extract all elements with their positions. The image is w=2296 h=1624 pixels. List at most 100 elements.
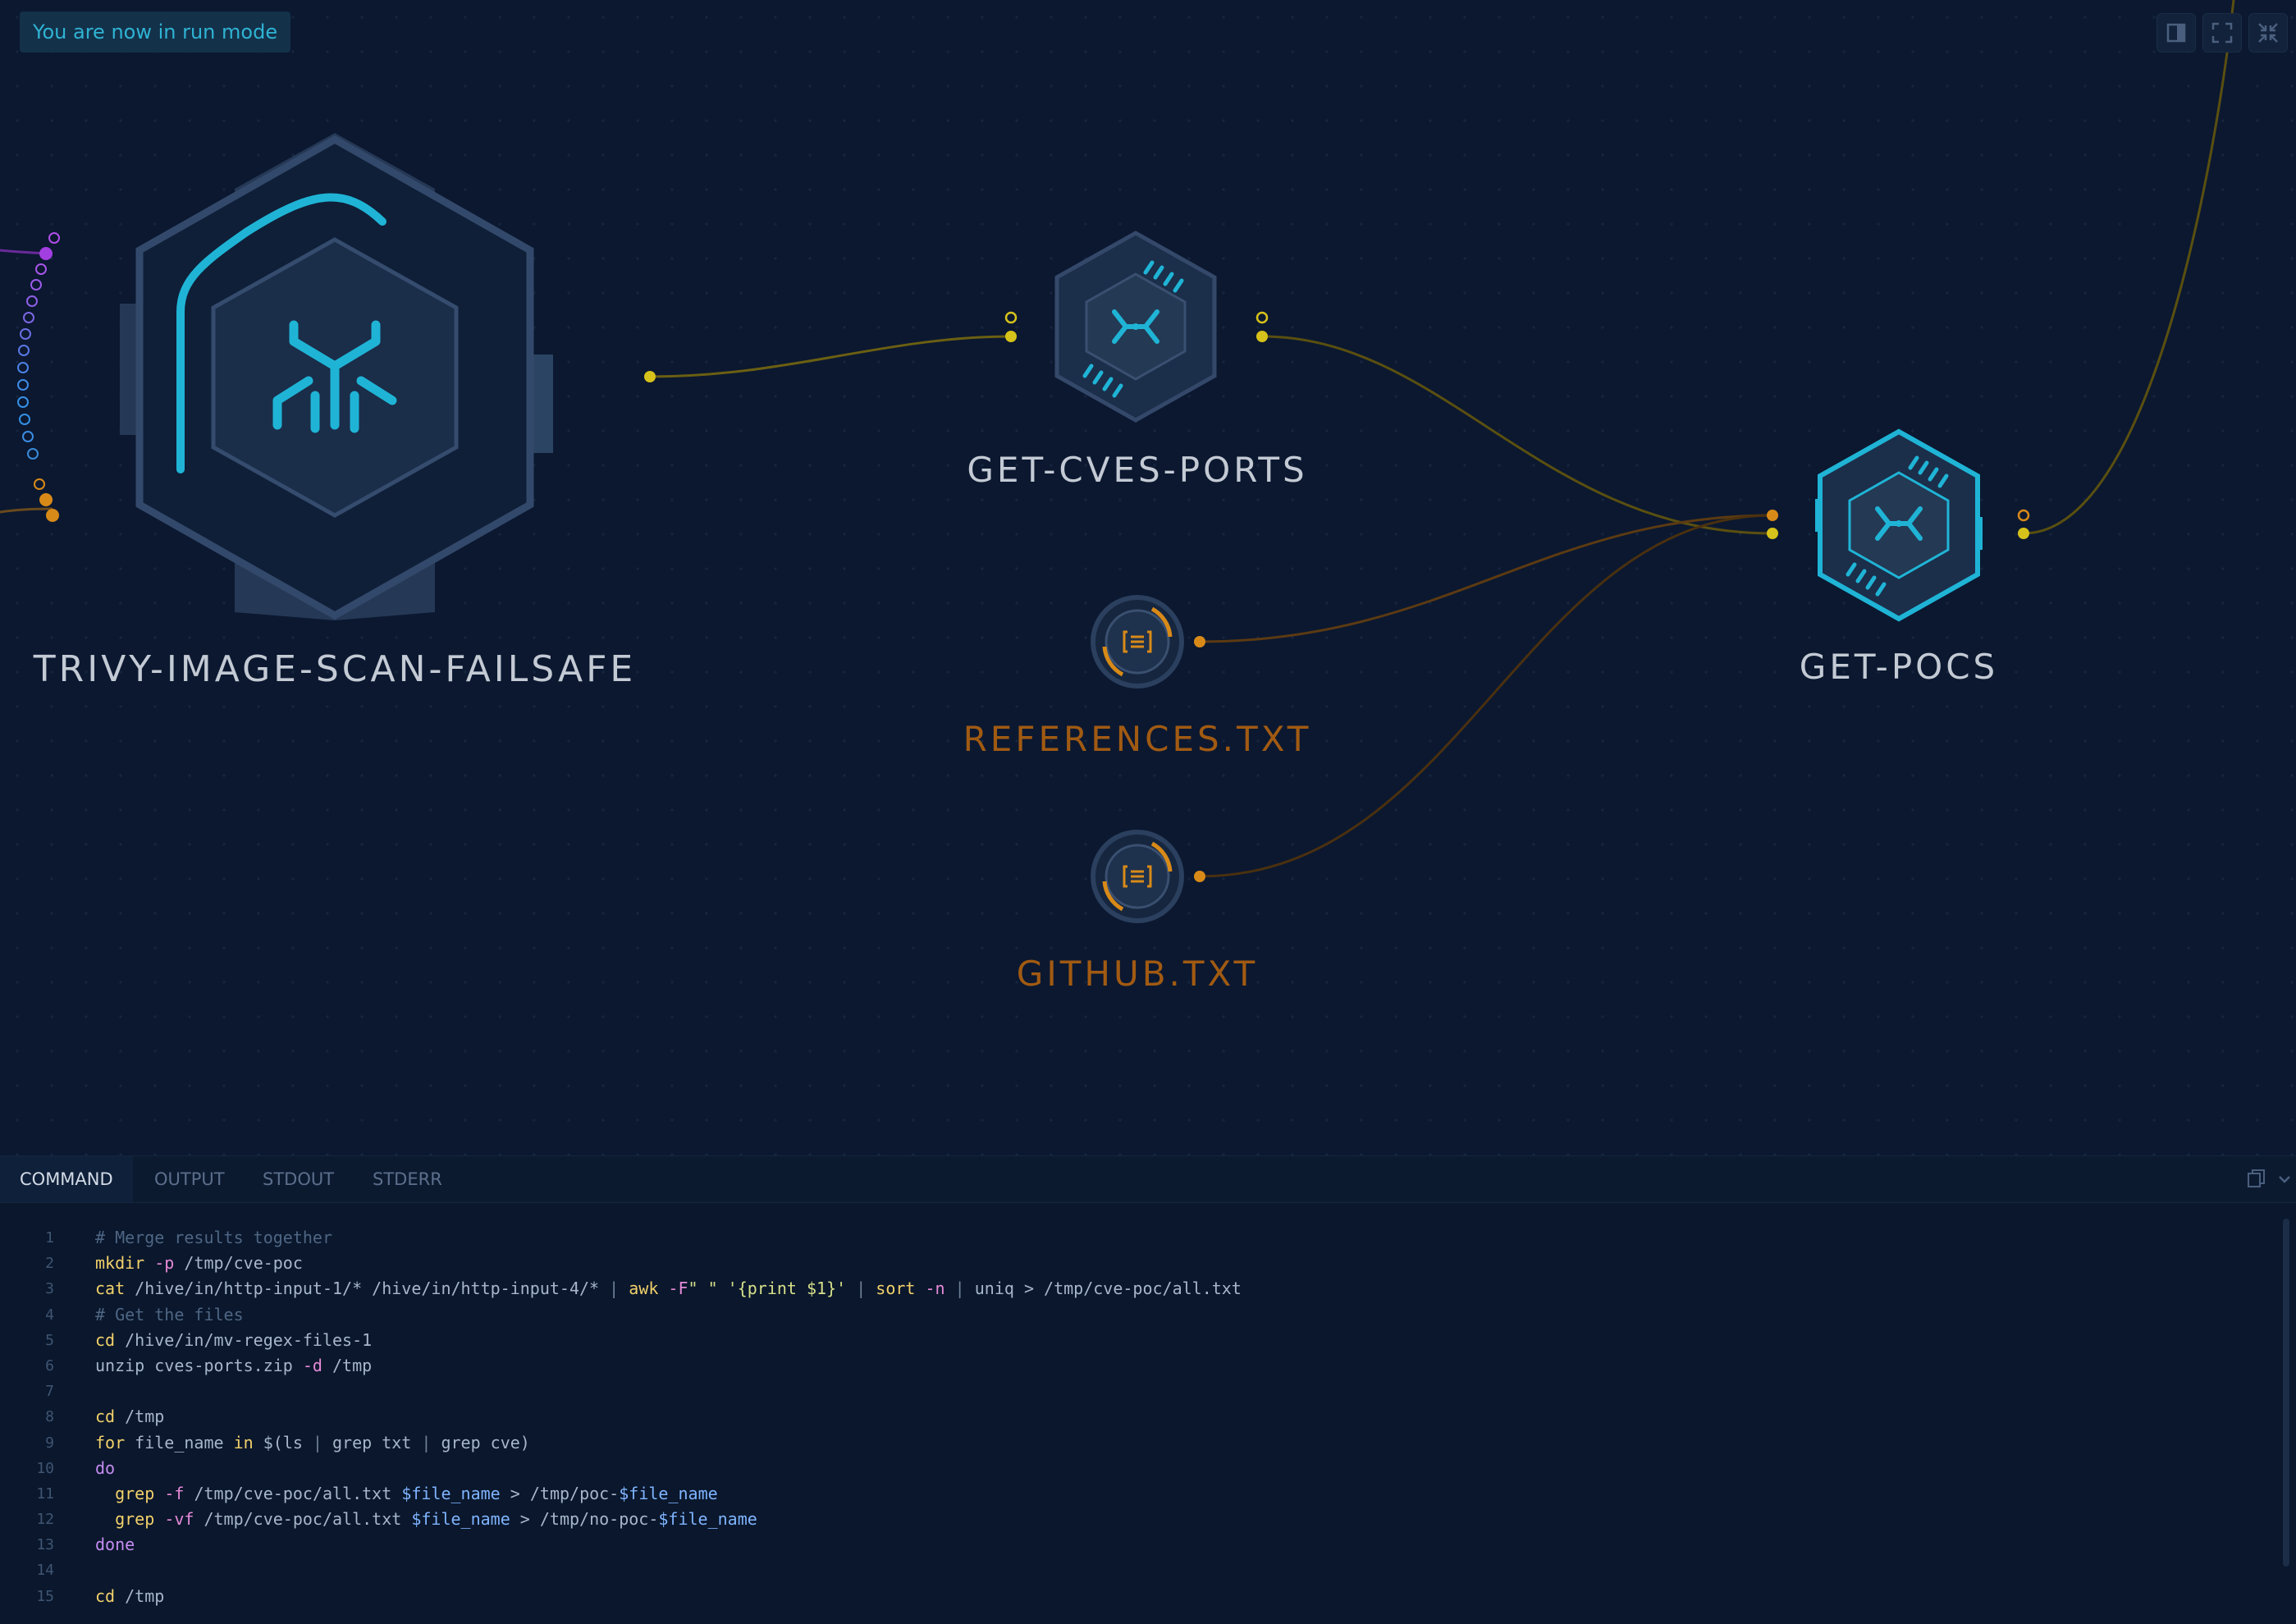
line-number: 2 [45,1255,54,1273]
line-number: 10 [36,1459,54,1477]
line-number: 6 [45,1356,54,1375]
code-token: /hive/in/http-input-1/* /hive/in/http-in… [125,1279,610,1299]
code-token [154,1484,164,1503]
trivy-output-port[interactable] [644,371,656,382]
edge-github-to-pocs [1199,514,1773,878]
code-line: 11 grep -f /tmp/cve-poc/all.txt $file_na… [0,1481,2265,1507]
code-text: mkdir -p /tmp/cve-poc [95,1251,303,1276]
code-token: for [95,1432,126,1452]
code-token: -f [164,1483,185,1503]
tab-stderr[interactable]: STDERR [373,1169,442,1189]
code-token: | [609,1279,620,1299]
panel-tabbar: COMMAND OUTPUT STDOUT STDERR [0,1156,2296,1203]
edge-trivy-to-cves [649,335,1012,378]
code-token: > /tmp/poc- [500,1483,620,1503]
pocs-input-port-yellow[interactable] [1767,528,1778,539]
copy-button[interactable] [2245,1168,2268,1194]
node-label-references: REFERENCES.TXT [963,719,1312,759]
code-text: # Get the files [95,1302,244,1328]
cves-output-port[interactable] [1256,331,1268,342]
collapse-button[interactable] [2248,13,2288,53]
code-text: grep -vf /tmp/cve-poc/all.txt $file_name… [95,1507,757,1532]
code-text: cd /hive/in/mv-regex-files-1 [95,1328,372,1353]
code-token: cd [95,1329,116,1350]
code-text: # Merge results together [95,1225,332,1251]
code-token: do [95,1457,116,1478]
code-token: grep [115,1509,155,1530]
code-token [866,1279,876,1298]
cves-input-port[interactable] [1005,331,1017,342]
code-token: # Get the files [95,1304,244,1324]
code-token: /tmp/cve-poc [174,1253,303,1274]
offscreen-node-port-column [17,232,60,522]
pocs-output-port-empty[interactable] [2017,509,2030,522]
toggle-sidebar-icon [2166,23,2186,43]
github-output-port[interactable] [1194,871,1205,882]
code-line: 15 cd /tmp [0,1584,2265,1609]
node-get-pocs[interactable] [1815,428,1983,622]
fullscreen-icon [2211,22,2233,43]
line-number: 3 [45,1280,54,1298]
line-number: 14 [36,1562,54,1580]
copy-icon [2248,1169,2265,1187]
code-token: /tmp [322,1355,373,1375]
node-label-github: GITHUB.TXT [1016,954,1259,994]
code-token: $(ls [253,1432,313,1452]
code-token: unzip cves-ports.zip [95,1355,303,1375]
code-token: | [421,1432,432,1452]
code-token: -n [925,1279,945,1299]
code-line: 1# Merge results together [0,1225,2265,1251]
code-token: /tmp/cve-poc/all.txt [194,1509,412,1530]
line-number: 11 [36,1484,54,1503]
cves-output-port-empty[interactable] [1255,311,1269,324]
line-number: 7 [45,1383,54,1401]
code-scrollbar[interactable] [2283,1219,2289,1567]
code-token: in [233,1432,254,1452]
code-text: for file_name in $(ls | grep txt | grep … [95,1430,530,1456]
command-code-editor[interactable]: 1# Merge results together 2 mkdir -p /tmp/… [0,1225,2265,1609]
collapse-icon [2258,23,2278,43]
pocs-output-port[interactable] [2018,528,2029,539]
code-token: cd [95,1585,116,1606]
code-token [95,1509,115,1529]
code-token: $file_name [401,1483,501,1503]
code-text: cd /tmp [95,1584,164,1609]
node-get-cves-ports[interactable] [1054,231,1217,423]
file-icon [1123,865,1152,888]
tab-stdout[interactable]: STDOUT [263,1169,335,1189]
trivy-icon [272,320,397,433]
tab-output[interactable]: OUTPUT [154,1169,225,1189]
code-line: 3 cat /hive/in/http-input-1/* /hive/in/ht… [0,1276,2265,1301]
code-token: /hive/in/mv-regex-files-1 [115,1329,373,1350]
line-number: 12 [36,1511,54,1529]
code-token: -F [668,1279,688,1299]
edge-pocs-to-offscreen [2023,0,2235,535]
code-token: uniq > /tmp/cve-poc/all.txt [964,1279,1242,1299]
line-number: 15 [36,1587,54,1605]
code-token: $file_name [619,1483,718,1503]
cves-input-port-empty[interactable] [1004,311,1018,324]
file-icon [1123,630,1152,653]
code-text: cd /tmp [95,1404,164,1430]
node-github-txt[interactable] [1091,830,1184,923]
panel-collapse-button[interactable] [2275,1168,2294,1194]
code-line: 12 grep -vf /tmp/cve-poc/all.txt $file_n… [0,1507,2265,1532]
tab-command[interactable]: COMMAND [0,1156,133,1202]
code-token: # Merge results together [95,1228,332,1247]
code-token: /tmp/cve-poc/all.txt [184,1483,402,1503]
fullscreen-button[interactable] [2202,13,2242,53]
code-token: -vf [164,1509,194,1530]
node-references-txt[interactable] [1091,595,1184,688]
code-token: cat [95,1279,126,1299]
code-token: | [856,1279,867,1299]
pocs-input-port-orange[interactable] [1767,510,1778,521]
code-token: /tmp [115,1407,165,1427]
line-number: 4 [45,1306,54,1324]
toggle-sidebar-button[interactable] [2157,13,2196,53]
references-output-port[interactable] [1194,636,1205,647]
workflow-canvas[interactable]: You are now in run mode TRIVY-IMAGE-SCAN… [0,0,2296,1155]
node-trivy-image-scan-failsafe[interactable] [120,133,553,620]
code-token: -d [302,1355,322,1375]
code-token: /tmp [115,1585,165,1606]
code-token: grep [115,1483,155,1503]
